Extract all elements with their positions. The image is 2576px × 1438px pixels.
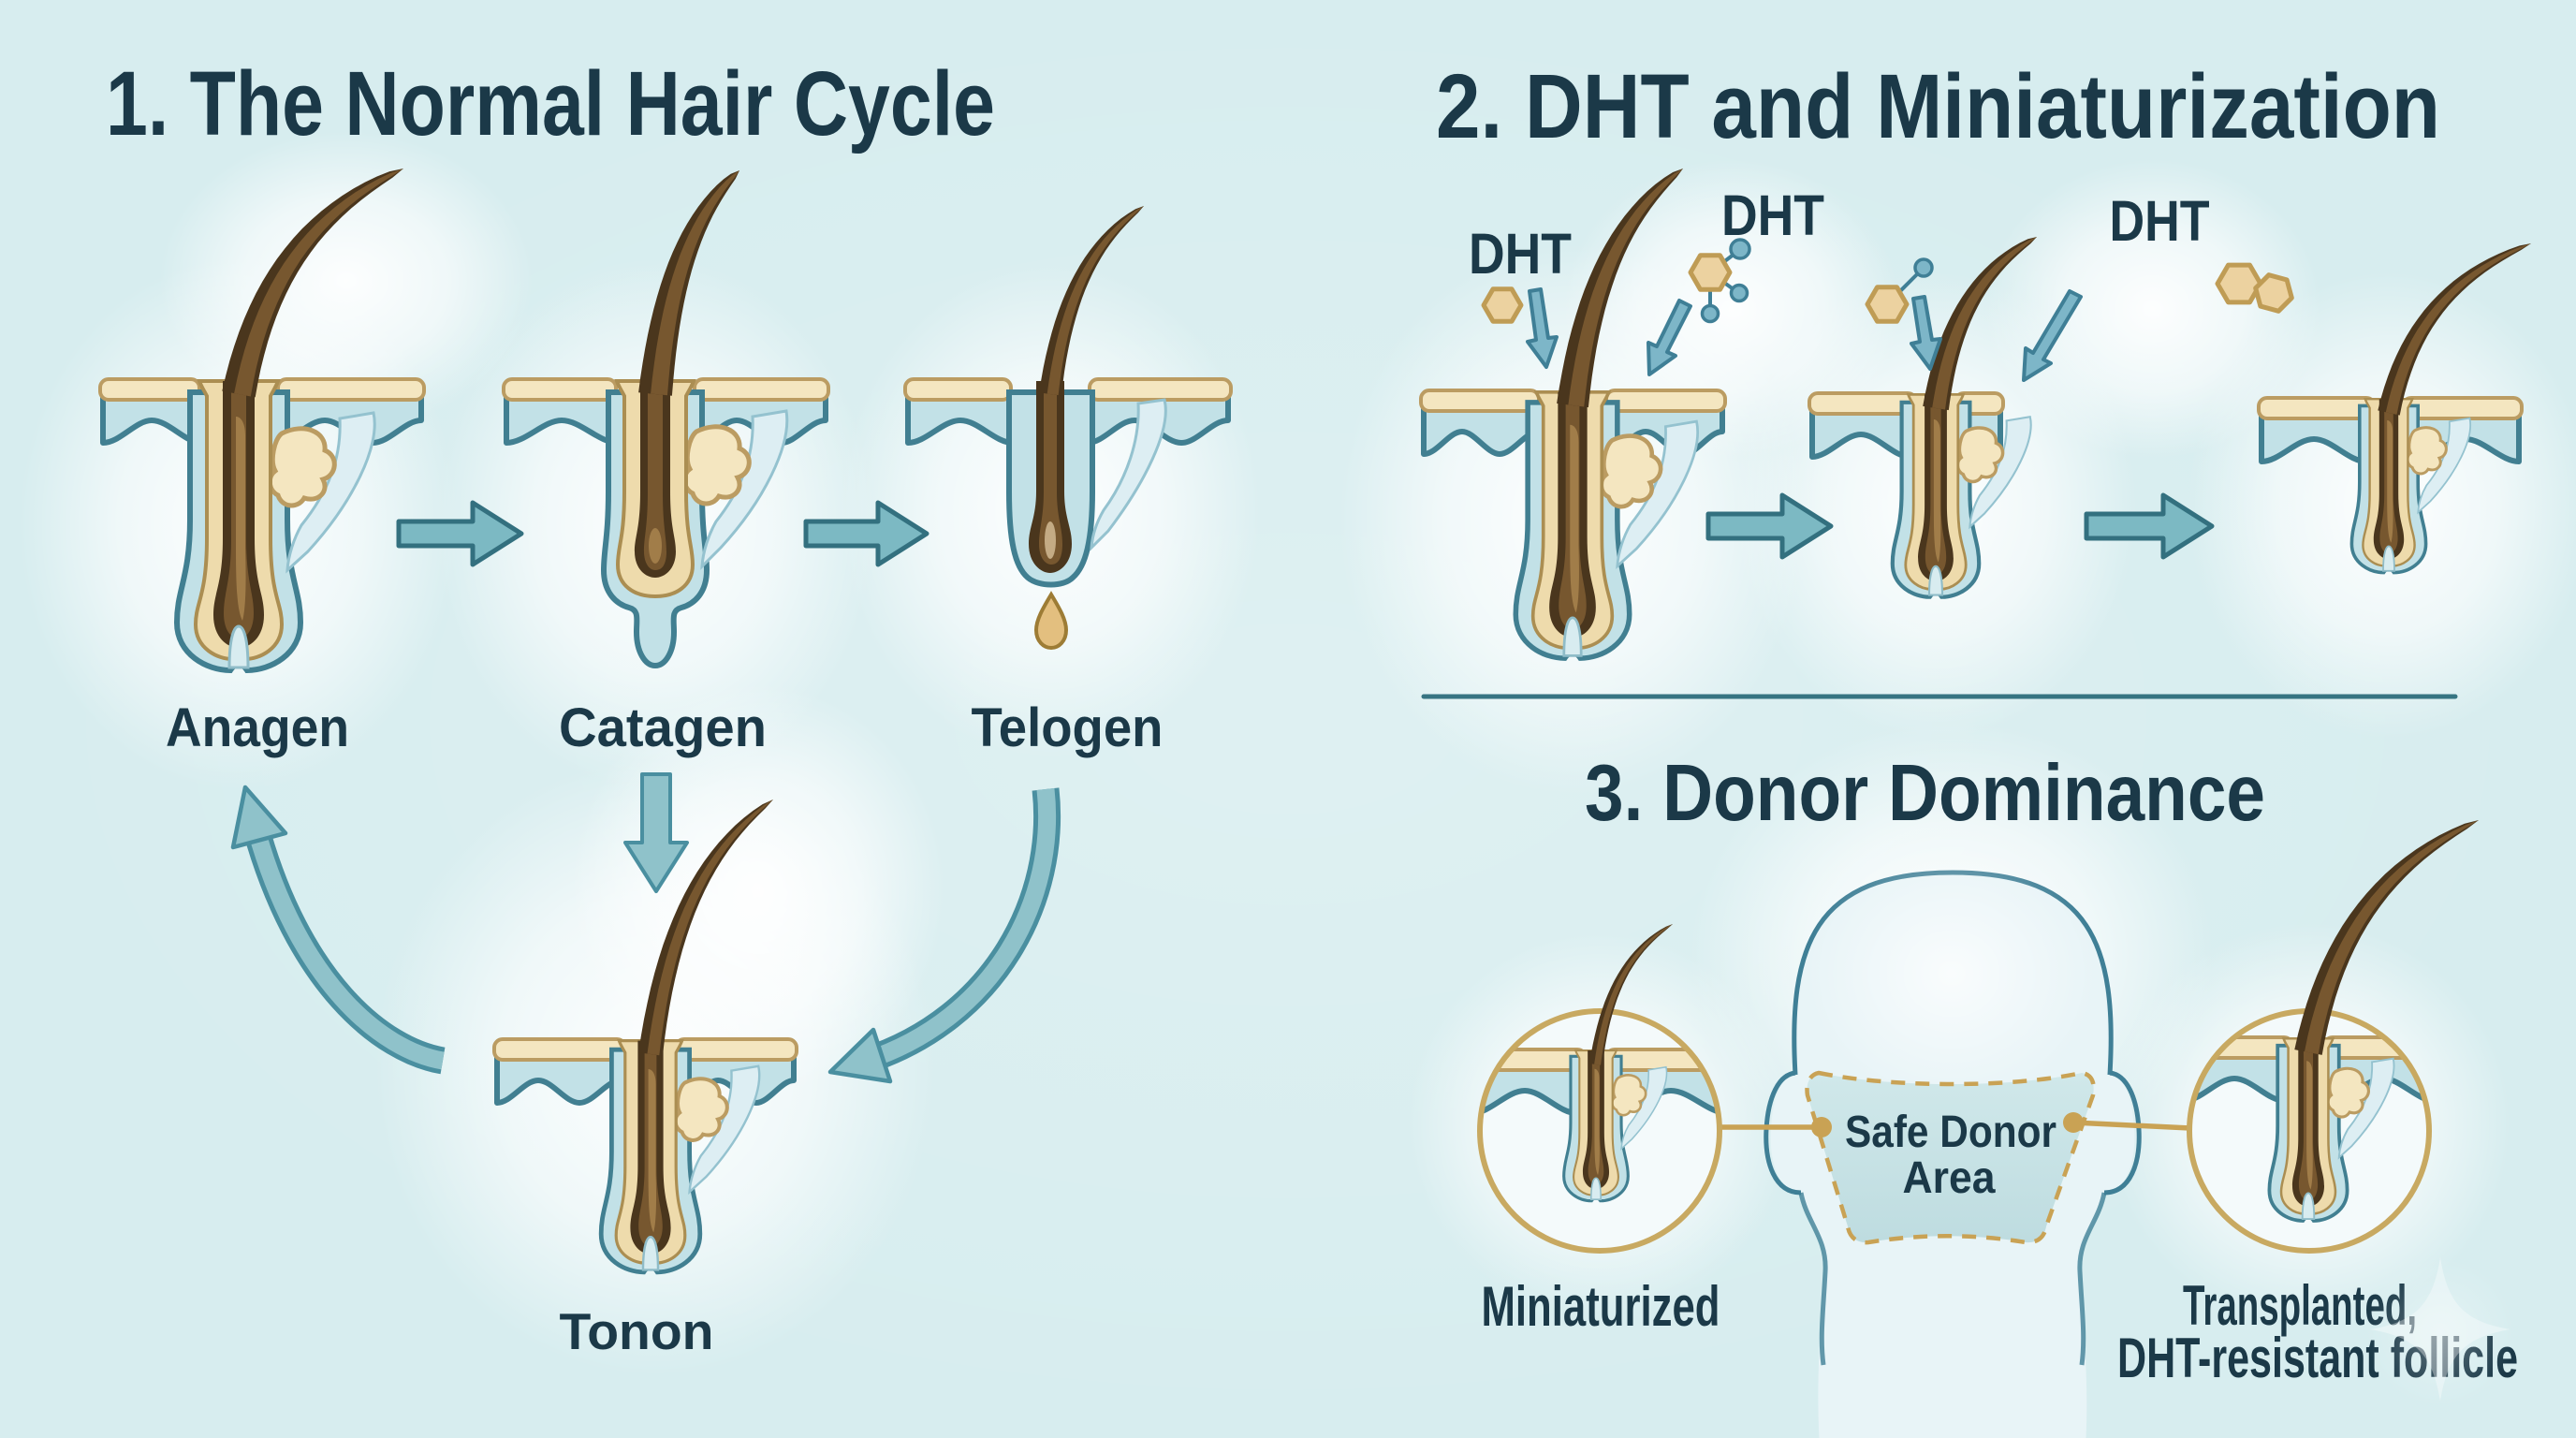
svg-text:Area: Area — [1903, 1153, 1996, 1203]
svg-text:Anagen: Anagen — [166, 697, 349, 758]
svg-text:Miniaturized: Miniaturized — [1482, 1275, 1720, 1338]
svg-text:3. Donor Dominance: 3. Donor Dominance — [1585, 749, 2265, 838]
svg-text:Safe Donor: Safe Donor — [1845, 1108, 2056, 1157]
svg-text:DHT: DHT — [1721, 183, 1824, 247]
svg-text:2. DHT and Miniaturization: 2. DHT and Miniaturization — [1436, 55, 2440, 157]
svg-text:1. The Normal Hair Cycle: 1. The Normal Hair Cycle — [106, 52, 995, 154]
svg-text:Telogen: Telogen — [972, 697, 1164, 758]
svg-text:Catagen: Catagen — [559, 697, 767, 758]
svg-text:DHT: DHT — [1469, 222, 1572, 286]
svg-text:Tonon: Tonon — [560, 1302, 714, 1360]
svg-text:DHT: DHT — [2110, 189, 2210, 253]
